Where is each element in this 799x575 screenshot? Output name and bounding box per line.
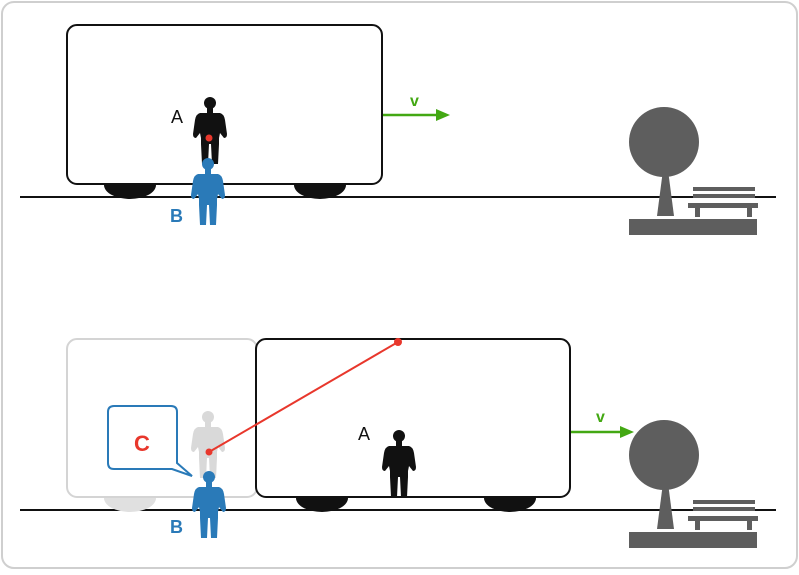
velocity-arrow [383,109,450,121]
observer-b-label: B [170,517,183,537]
callout-bubble [107,405,193,477]
sidewalk-slab [629,532,757,548]
observer-a-label: A [358,424,370,444]
train-wheel-left [104,185,156,199]
sidewalk-slab [629,219,757,235]
velocity-label: v [410,93,419,110]
train-car [66,24,383,199]
tree-icon [629,420,699,529]
observer-a-label: A [171,107,183,127]
train-wheel-right [484,498,536,512]
light-source-dot [205,448,213,456]
velocity-label: v [596,409,605,426]
bench-icon [688,500,758,530]
observer-b-label: B [170,206,183,226]
panel-1: v A B [20,24,776,235]
ghost-wheel-left [104,498,156,512]
train-car [255,338,571,512]
train-wheel-right [294,185,346,199]
light-source-dot [205,134,213,142]
bench-icon [688,187,758,217]
train-body [255,338,571,498]
callout-label: C [134,431,150,456]
light-ray [208,341,399,453]
train-wheel-left [296,498,348,512]
panel-2: v A B C [20,338,776,548]
ceiling-hit-dot [394,338,402,346]
train-body [66,24,383,185]
tree-icon [629,107,699,216]
velocity-arrow [571,426,634,438]
